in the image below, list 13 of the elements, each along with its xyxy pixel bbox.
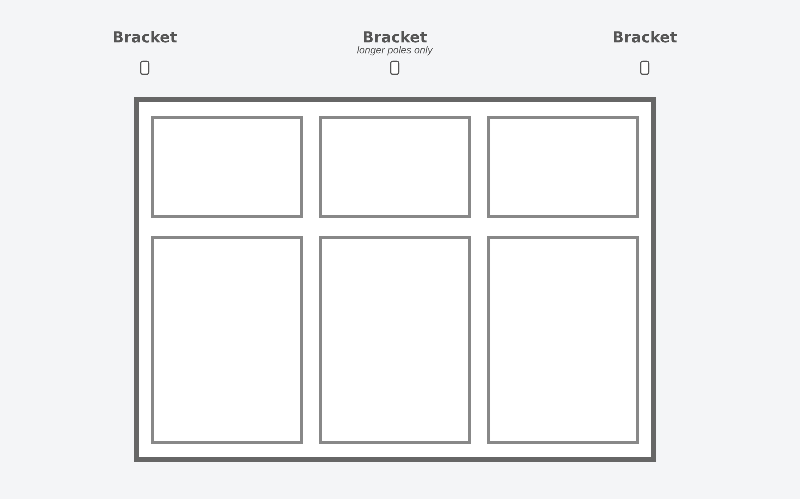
window-pane [488,116,640,218]
bracket-icon [390,60,400,76]
window-pane [151,116,303,218]
window-pane [488,236,640,444]
window-pane [319,116,471,218]
window-pane [319,236,471,444]
note: longer poles only [357,46,434,56]
bracket-label: Bracket [364,31,428,43]
bracket-icon [640,60,650,76]
window-pane [151,236,303,444]
bracket-label: Bracket [114,31,178,43]
bracket-icon [140,60,150,76]
bracket-label: Bracket [614,31,678,43]
